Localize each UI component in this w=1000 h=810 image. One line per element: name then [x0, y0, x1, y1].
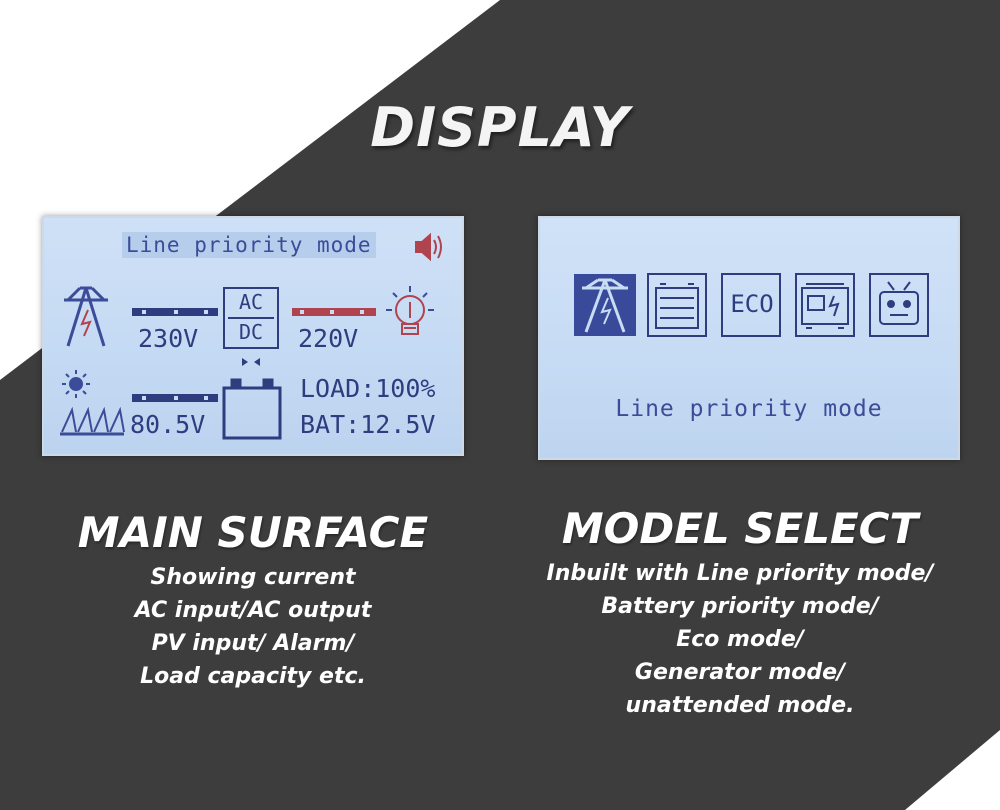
battery-icon: [222, 378, 282, 440]
line-mode-icon[interactable]: [574, 274, 636, 336]
speaker-icon: [415, 232, 442, 262]
description-line: Generator mode/: [634, 660, 846, 685]
converter-top-label: AC: [238, 290, 264, 314]
model-select-description: Inbuilt with Line priority mode/ Battery…: [490, 557, 990, 722]
battery-voltage: BAT:12.5V: [300, 410, 436, 439]
model-select-heading: MODEL SELECT: [561, 504, 919, 553]
generator-mode-icon[interactable]: [795, 273, 855, 337]
light-bulb-icon: [386, 286, 434, 335]
main-surface-description: Showing current AC input/AC output PV in…: [0, 561, 506, 693]
load-capacity: LOAD:100%: [300, 374, 436, 403]
description-line: Showing current: [150, 565, 356, 590]
description-line: Eco mode/: [676, 627, 804, 652]
arrow-icon: [242, 358, 260, 366]
description-line: unattended mode.: [625, 693, 855, 718]
selected-mode-label: Line priority mode: [615, 396, 883, 422]
ac-output-bar: [292, 308, 376, 316]
eco-mode-icon[interactable]: [721, 273, 781, 337]
solar-panel-icon: [60, 370, 125, 436]
eco-mode-label: ECO: [730, 290, 774, 318]
battery-mode-icon[interactable]: [647, 273, 707, 337]
main-surface-graphics: [60, 232, 442, 440]
converter-box: [223, 287, 279, 349]
power-tower-icon: [64, 286, 108, 347]
ac-input-bar: [132, 308, 218, 316]
ac-input-voltage: 230V: [138, 324, 199, 353]
ac-output-voltage: 220V: [298, 324, 359, 353]
description-line: Inbuilt with Line priority mode/: [546, 561, 934, 586]
pv-voltage: 80.5V: [130, 410, 206, 439]
main-surface-screen: Line priority mode AC DC 230V 220V 80.5V…: [42, 216, 464, 456]
page-title: DISPLAY: [370, 96, 630, 159]
converter-bottom-label: DC: [238, 320, 264, 344]
robot-mode-icon[interactable]: [869, 273, 929, 337]
description-line: Load capacity etc.: [140, 664, 366, 689]
mode-banner: Line priority mode: [122, 232, 376, 258]
model-select-graphics: [574, 273, 929, 337]
pv-input-bar: [132, 394, 218, 402]
model-select-screen: ECO Line priority mode: [538, 216, 960, 460]
description-line: AC input/AC output: [134, 598, 372, 623]
main-surface-heading: MAIN SURFACE: [77, 508, 429, 557]
description-line: PV input/ Alarm/: [151, 631, 355, 656]
description-line: Battery priority mode/: [601, 594, 879, 619]
